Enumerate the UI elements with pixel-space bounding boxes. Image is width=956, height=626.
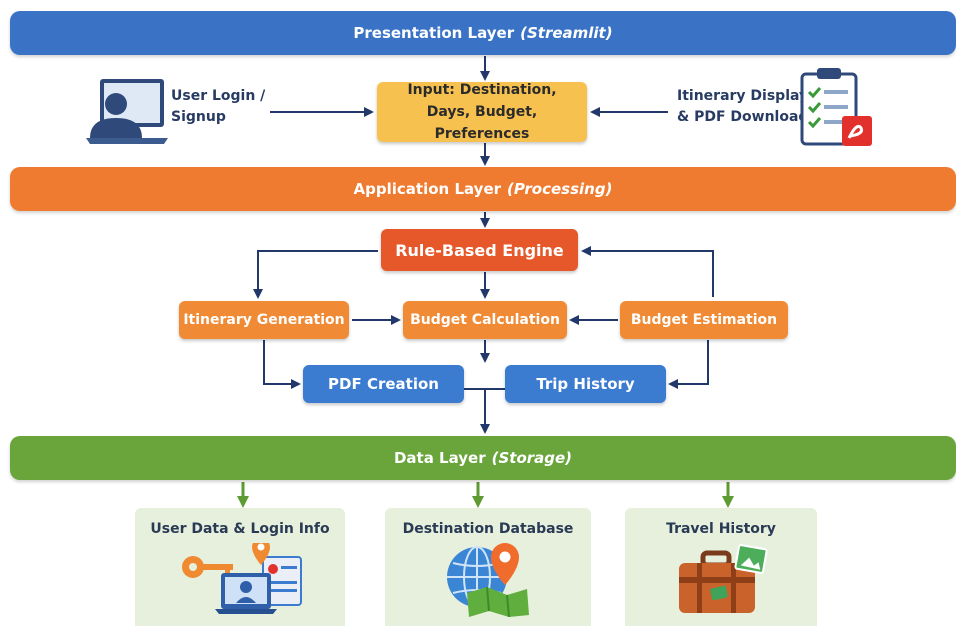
storage-user-data-title: User Data & Login Info	[150, 521, 330, 537]
login-label: User Login / Signup	[171, 86, 265, 128]
rule-based-engine: Rule-Based Engine	[381, 229, 578, 271]
storage-destination-db-title: Destination Database	[402, 521, 574, 537]
trip-history-box: Trip History	[505, 365, 666, 403]
storage-travel-history: Travel History	[625, 508, 817, 626]
arrow-itinerary-to-pdf	[263, 340, 301, 389]
data-layer-subtitle: (Storage)	[491, 449, 573, 467]
arrow-estimation-to-engine	[581, 246, 714, 297]
input-box: Input: Destination, Days, Budget, Prefer…	[377, 82, 587, 142]
user-id-card-key-icon	[182, 538, 302, 614]
presentation-layer-bar: Presentation Layer (Streamlit)	[10, 11, 956, 55]
storage-user-data: User Data & Login Info	[135, 508, 345, 626]
display-label-line2: & PDF Download	[677, 109, 809, 125]
suitcase-icon	[679, 544, 768, 613]
presentation-layer-subtitle: (Streamlit)	[520, 24, 613, 42]
budget-calculation-box: Budget Calculation	[403, 301, 567, 339]
arrow-engine-to-itinerary	[253, 250, 378, 299]
storage-travel-history-title: Travel History	[666, 521, 776, 537]
presentation-layer-title: Presentation Layer	[353, 24, 515, 42]
budget-estimation-box: Budget Estimation	[620, 301, 788, 339]
login-label-line2: Signup	[171, 109, 226, 125]
clipboard-pdf-icon	[800, 68, 872, 146]
data-layer-bar: Data Layer (Storage)	[10, 436, 956, 480]
display-label: Itinerary Display & PDF Download	[677, 86, 808, 128]
itinerary-generation-box: Itinerary Generation	[179, 301, 349, 339]
data-layer-title: Data Layer	[393, 449, 486, 467]
application-layer-title: Application Layer	[353, 180, 502, 198]
user-laptop-icon	[86, 79, 168, 144]
arrow-estimation-to-history	[668, 340, 709, 389]
application-layer-subtitle: (Processing)	[507, 180, 613, 198]
input-line1: Input: Destination,	[407, 82, 557, 98]
application-layer-bar: Application Layer (Processing)	[10, 167, 956, 211]
globe-map-pin-icon	[447, 543, 529, 618]
storage-destination-db: Destination Database	[385, 508, 591, 626]
display-label-line1: Itinerary Display	[677, 88, 809, 104]
login-label-line1: User Login /	[171, 88, 266, 104]
pdf-creation-box: PDF Creation	[303, 365, 464, 403]
input-line2: Days, Budget, Preferences	[426, 104, 538, 142]
